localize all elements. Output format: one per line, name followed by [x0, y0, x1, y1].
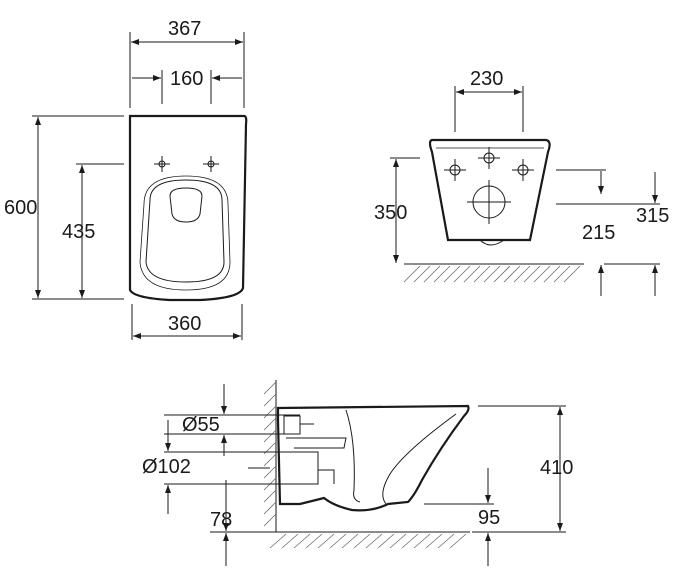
side-view-wall-hatch: [263, 381, 277, 527]
dim-o102: Ø102: [142, 456, 191, 478]
dim-410: 410: [540, 457, 573, 479]
front-view: 230 350 215 315: [374, 68, 669, 296]
front-view-outlet-hole: [467, 180, 511, 224]
top-view-flush-opening: [169, 187, 203, 223]
front-view-body-outline: [428, 138, 551, 242]
side-view-inner-bowl: [345, 409, 361, 503]
top-view-bowl-outline: [128, 114, 248, 302]
dim-360: 360: [168, 313, 201, 335]
dim-230: 230: [470, 68, 503, 90]
top-view-fixing-hole-right: [203, 156, 219, 172]
dim-435: 435: [62, 221, 95, 243]
front-view-fixing-hole-center: [478, 147, 500, 169]
dim-350: 350: [374, 202, 407, 224]
top-view-seat-inner: [139, 175, 231, 291]
side-view-outlet: [290, 451, 335, 485]
dim-315: 315: [636, 205, 669, 227]
front-view-fixing-hole-left: [444, 159, 466, 181]
side-view-inlet: [283, 415, 301, 435]
dim-367: 367: [168, 18, 201, 40]
side-view: Ø55 Ø102 78 410 95: [142, 380, 573, 566]
dim-95: 95: [478, 507, 500, 529]
side-view-floor-hatch: [269, 533, 467, 549]
side-view-flush-channel: [286, 423, 347, 449]
dim-o55: Ø55: [182, 414, 220, 436]
top-view-fixing-hole-left: [154, 156, 170, 172]
front-view-fixing-hole-right: [512, 159, 534, 181]
top-view-seat-opening: [145, 179, 225, 283]
dim-78: 78: [210, 509, 232, 531]
side-view-body-outline: [276, 404, 470, 512]
dim-600: 600: [4, 197, 37, 219]
front-view-floor-hatch: [403, 265, 581, 283]
top-view: 367 160 600 435 360: [4, 18, 248, 340]
dim-215: 215: [582, 222, 615, 244]
dim-160: 160: [170, 68, 203, 90]
front-view-outlet-bottom: [479, 239, 505, 246]
side-view-trap-curve: [382, 413, 457, 505]
